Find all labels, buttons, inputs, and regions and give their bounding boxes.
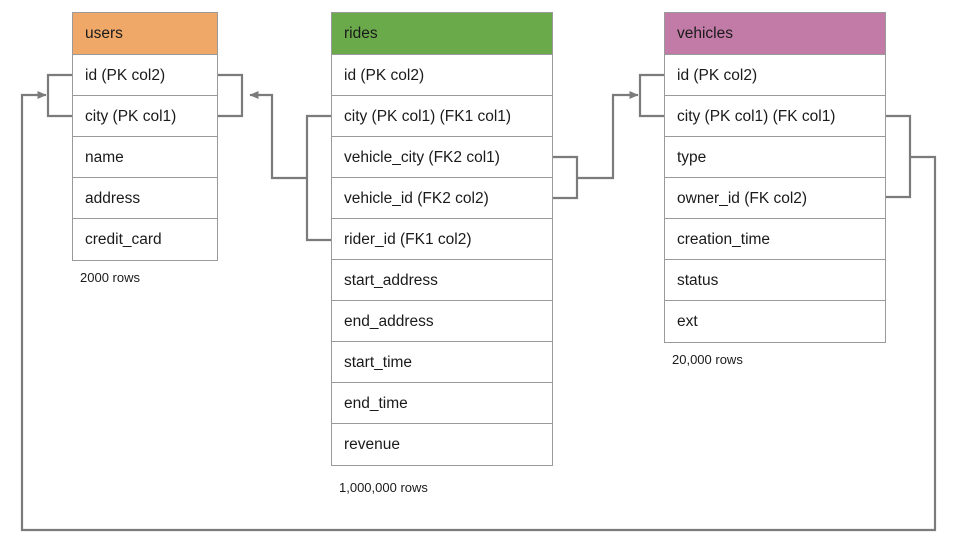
table-rides[interactable]: rides id (PK col2) city (PK col1) (FK1 c… <box>331 12 553 466</box>
users-right-bracket <box>218 73 244 118</box>
table-vehicles-row-count: 20,000 rows <box>672 352 743 367</box>
table-vehicles-column-creation-time[interactable]: creation_time <box>665 219 885 260</box>
table-vehicles-column-ext[interactable]: ext <box>665 301 885 342</box>
table-vehicles-column-city[interactable]: city (PK col1) (FK col1) <box>665 96 885 137</box>
table-vehicles-column-type[interactable]: type <box>665 137 885 178</box>
vehicles-left-bracket <box>638 73 664 118</box>
table-users-column-address[interactable]: address <box>73 178 217 219</box>
table-vehicles-column-owner-id[interactable]: owner_id (FK col2) <box>665 178 885 219</box>
table-rides-column-vehicle-city[interactable]: vehicle_city (FK2 col1) <box>332 137 552 178</box>
users-left-bracket <box>46 73 72 118</box>
table-rides-column-start-time[interactable]: start_time <box>332 342 552 383</box>
table-rides-column-vehicle-id[interactable]: vehicle_id (FK2 col2) <box>332 178 552 219</box>
table-rides-column-id[interactable]: id (PK col2) <box>332 55 552 96</box>
table-vehicles-header: vehicles <box>665 13 885 55</box>
table-rides-column-end-address[interactable]: end_address <box>332 301 552 342</box>
table-vehicles-column-id[interactable]: id (PK col2) <box>665 55 885 96</box>
table-users-column-city[interactable]: city (PK col1) <box>73 96 217 137</box>
table-vehicles[interactable]: vehicles id (PK col2) city (PK col1) (FK… <box>664 12 886 343</box>
table-rides-header: rides <box>332 13 552 55</box>
table-rides-column-end-time[interactable]: end_time <box>332 383 552 424</box>
table-rides-column-city[interactable]: city (PK col1) (FK1 col1) <box>332 96 552 137</box>
table-users-column-id[interactable]: id (PK col2) <box>73 55 217 96</box>
table-rides-column-rider-id[interactable]: rider_id (FK1 col2) <box>332 219 552 260</box>
rides-fk2-connector <box>577 91 639 180</box>
rides-fk2-right-bracket <box>553 155 579 200</box>
table-rides-column-revenue[interactable]: revenue <box>332 424 552 465</box>
table-users-column-credit-card[interactable]: credit_card <box>73 219 217 260</box>
rides-fk1-left-bracket <box>305 114 331 242</box>
table-vehicles-column-status[interactable]: status <box>665 260 885 301</box>
rides-fk1-connector <box>249 91 307 180</box>
vehicles-fk-right-bracket <box>886 114 912 199</box>
table-rides-column-start-address[interactable]: start_address <box>332 260 552 301</box>
table-users-header: users <box>73 13 217 55</box>
table-users[interactable]: users id (PK col2) city (PK col1) name a… <box>72 12 218 261</box>
table-users-row-count: 2000 rows <box>80 270 140 285</box>
table-rides-row-count: 1,000,000 rows <box>339 480 428 495</box>
table-users-column-name[interactable]: name <box>73 137 217 178</box>
